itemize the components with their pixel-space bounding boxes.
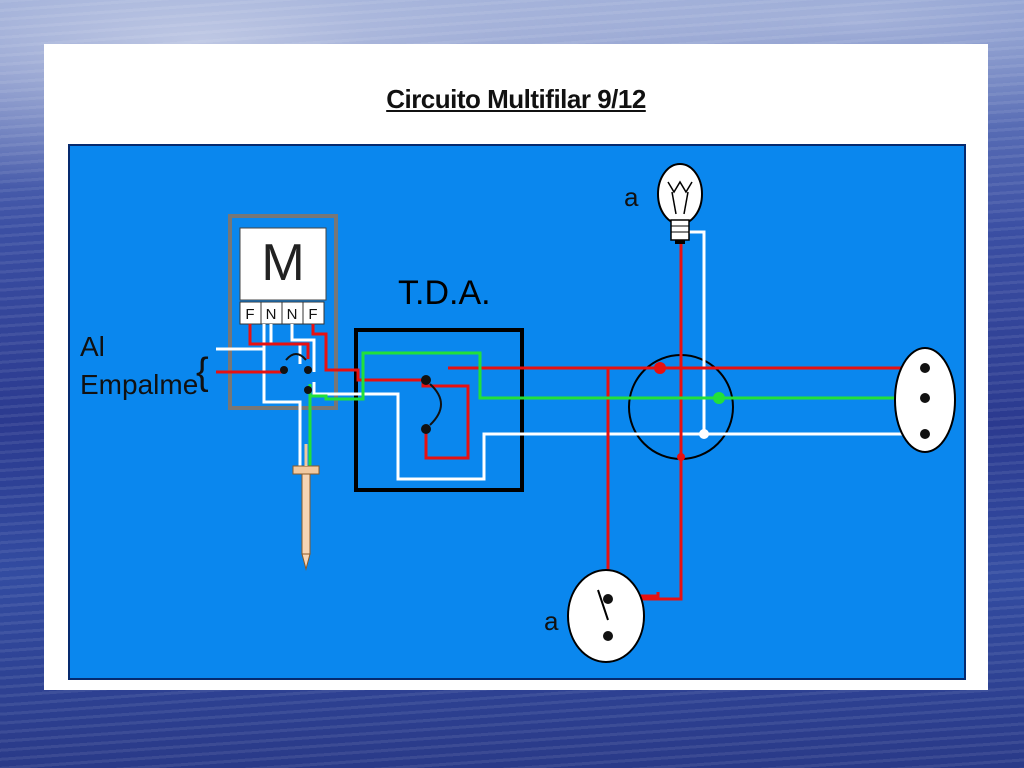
circuit-diagram: M F N N F Al Empalme { T.D.A. [68,144,966,680]
empalme-label-line2: Empalme [80,369,198,400]
meter-breaker [280,353,312,394]
meter-symbol: M [261,234,304,292]
brace-symbol: { [196,351,209,393]
junction-dot-red [654,362,666,374]
tda-label: T.D.A. [398,274,491,312]
lamp-bulb-icon [657,163,703,244]
tda-box [354,328,524,492]
diagram-container: M F N N F Al Empalme { T.D.A. [68,144,968,689]
terminal-f-1: F [245,306,254,323]
slide: Circuito Multifilar 9/12 M F N N F Al [44,44,988,690]
light-switch-icon [567,569,645,663]
junction-dot-green [713,392,725,404]
terminal-n-2: N [287,306,298,323]
empalme-label-line1: Al [80,331,105,362]
ground-rod [292,444,320,571]
diagram-title: Circuito Multifilar 9/12 [386,84,646,114]
outlet-icon [894,347,956,453]
junction-dot-red-2 [677,453,685,461]
switch-label: a [544,606,559,636]
diagram-panel [68,144,966,680]
ground-wires [308,351,933,466]
terminal-n-1: N [266,306,277,323]
tda-breaker [421,375,442,434]
junction-dot-white [699,429,709,439]
terminal-f-2: F [308,306,317,323]
meter-box: M F N N F [228,214,338,410]
lamp-label: a [624,182,639,212]
